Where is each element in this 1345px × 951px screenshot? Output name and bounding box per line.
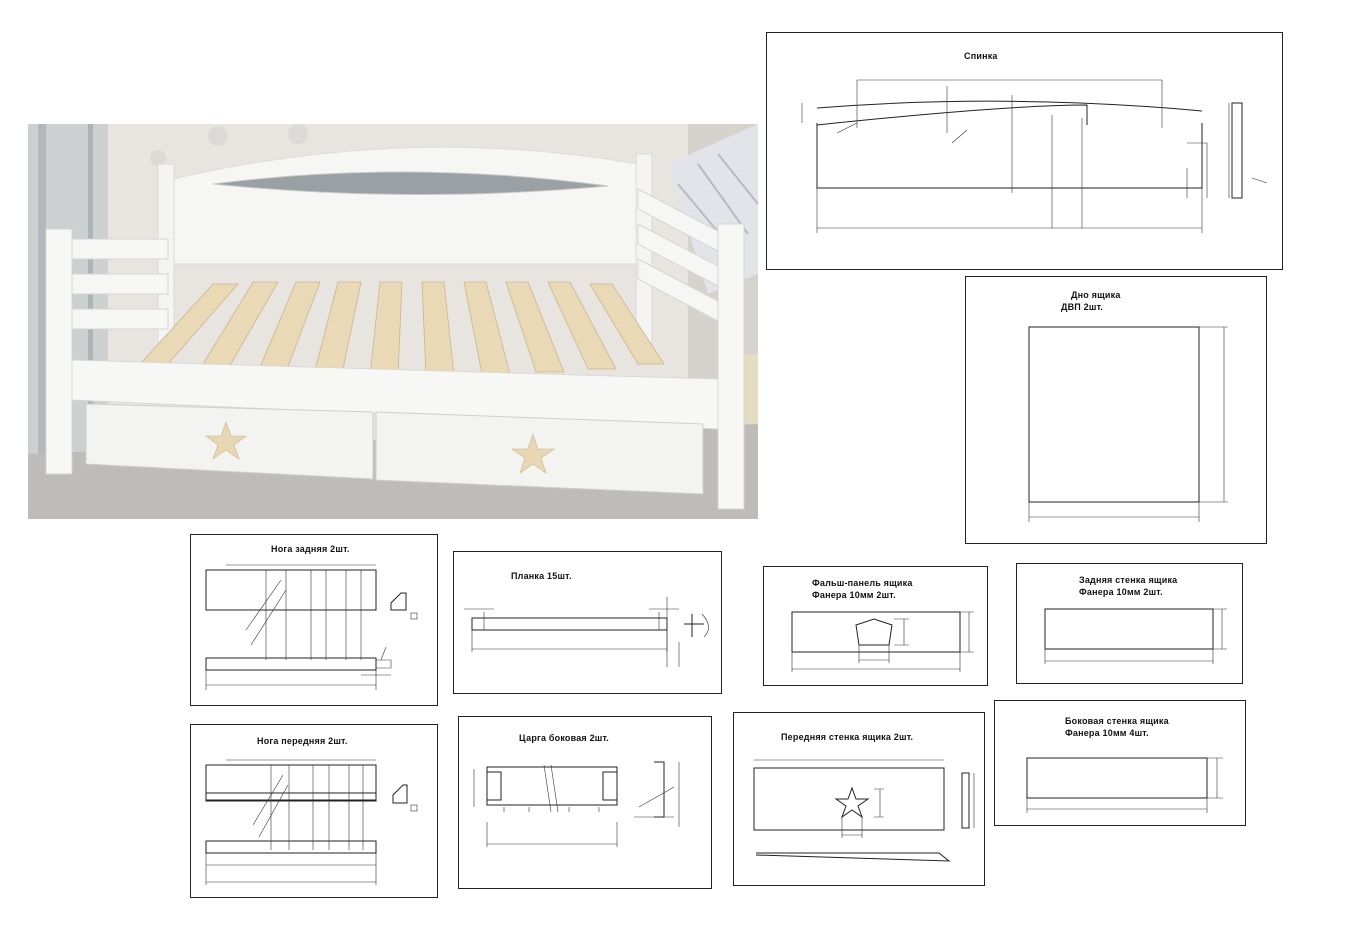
panel-drawer-back-subtitle: Фанера 10мм 2шт. — [1079, 587, 1163, 597]
leg-rear-drawing — [205, 564, 418, 690]
panel-drawer-back-title: Задняя стенка ящика — [1079, 575, 1178, 585]
panel-drawer-side-subtitle: Фанера 10мм 4шт. — [1065, 728, 1149, 738]
bed-illustration — [28, 124, 758, 519]
panel-drawer-side: Боковая стенка ящика Фанера 10мм 4шт. — [994, 700, 1246, 826]
drawer-back-drawing — [1044, 608, 1227, 664]
panel-side-rail-title: Царга боковая 2шт. — [519, 733, 610, 743]
slat-drawing — [464, 597, 709, 667]
panel-slat-title: Планка 15шт. — [511, 571, 572, 581]
side-rail-drawing — [473, 761, 680, 847]
panel-side-rail: Царга боковая 2шт. — [458, 716, 712, 889]
leg-front-drawing — [205, 759, 418, 885]
panel-bottom-subtitle: ДВП 2шт. — [1061, 302, 1104, 312]
panel-bottom: Дно ящика ДВП 2шт. — [965, 276, 1267, 544]
panel-leg-front: Нога передняя 2шт. — [190, 724, 438, 898]
false-front-drawing — [791, 611, 974, 672]
panel-false-front: Фальш-панель ящика Фанера 10мм 2шт. — [763, 566, 988, 686]
panel-drawer-back: Задняя стенка ящика Фанера 10мм 2шт. — [1016, 563, 1243, 684]
panel-bottom-title: Дно ящика — [1071, 290, 1121, 300]
bed-photo — [28, 124, 758, 519]
back-drawing — [801, 79, 1268, 233]
panel-slat: Планка 15шт. — [453, 551, 722, 694]
drawer-side-drawing — [1026, 757, 1223, 813]
panel-drawer-front: Передняя стенка ящика 2шт. — [733, 712, 985, 886]
panel-leg-rear: Нога задняя 2шт. — [190, 534, 438, 706]
panel-leg-rear-title: Нога задняя 2шт. — [271, 544, 350, 554]
panel-drawer-side-title: Боковая стенка ящика — [1065, 716, 1169, 726]
drawer-front-drawing — [753, 759, 975, 862]
panel-back-title: Спинка — [964, 51, 998, 61]
bottom-drawing — [1028, 326, 1228, 522]
panel-back: Спинка — [766, 32, 1283, 270]
panel-false-front-subtitle: Фанера 10мм 2шт. — [812, 590, 896, 600]
panel-drawer-front-title: Передняя стенка ящика 2шт. — [781, 732, 914, 742]
panel-false-front-title: Фальш-панель ящика — [812, 578, 913, 588]
panel-leg-front-title: Нога передняя 2шт. — [257, 736, 348, 746]
